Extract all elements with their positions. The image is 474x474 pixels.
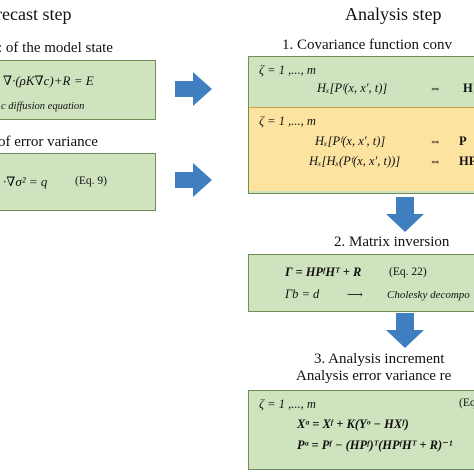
analysis-increment-title: 3. Analysis increment xyxy=(314,351,445,367)
matrix-inversion-box: Γ = HPᶠHᵀ + R (Eq. 22) Γb = d ⟶ Cholesky… xyxy=(248,254,474,312)
error-variance-box: ·∇σ² = q (Eq. 9) xyxy=(0,153,156,211)
down-arrow-2 xyxy=(386,313,424,348)
diffusion-equation-note: c diffusion equation xyxy=(1,101,85,112)
right-arrow-2 xyxy=(175,163,212,197)
right-arrow-1 xyxy=(175,72,212,106)
analysis-variance-equation: Pᵃ = Pᶠ − (HPᶠ)ᵀ(HPᶠHᵀ + R)⁻¹ xyxy=(297,438,453,452)
matrix-inversion-title: 2. Matrix inversion xyxy=(334,234,450,250)
analysis-state-equation: Xᵃ = Xᶠ + K(Yᵒ − HXᶠ) xyxy=(297,417,409,431)
yellow-zeta: ζ = 1 ,..., m xyxy=(259,114,316,128)
error-variance-title: of error variance xyxy=(0,134,98,150)
analysis-error-variance-title: Analysis error variance re xyxy=(296,368,452,384)
analysis-increment-box: ζ = 1 ,..., m (Eq Xᵃ = Xᶠ + K(Yᵒ − HXᶠ) … xyxy=(248,390,474,470)
covariance-equation-right: H xyxy=(463,81,473,95)
analysis-zeta: ζ = 1 ,..., m xyxy=(259,397,316,411)
down-arrow-1 xyxy=(386,197,424,232)
gamma-equation-ref: (Eq. 22) xyxy=(389,266,427,278)
analysis-step-title: Analysis step xyxy=(345,4,442,24)
equivalence-icon: ⇔ xyxy=(429,81,442,95)
error-variance-ref: (Eq. 9) xyxy=(75,175,107,187)
yellow-equation-1-right: P xyxy=(459,134,467,148)
analysis-ref: (Eq xyxy=(459,397,474,409)
covariance-box: ζ = 1 ,..., m Hₓ[Pᶠ(x, x′, t)] ⇔ H ζ = 1… xyxy=(248,56,474,194)
yellow-equation-2-right: HP xyxy=(459,154,474,168)
forecast-step-title: recast step xyxy=(0,4,72,24)
long-arrow-icon: ⟶ xyxy=(347,289,363,301)
covariance-equation: Hₓ[Pᶠ(x, x′, t)] xyxy=(317,81,388,95)
gamma-equation: Γ = HPᶠHᵀ + R xyxy=(285,265,362,279)
equivalence-icon: ⇔ xyxy=(429,154,442,168)
covariance-step-title: 1. Covariance function conv xyxy=(282,37,452,53)
covariance-zeta: ζ = 1 ,..., m xyxy=(259,63,316,77)
diffusion-equation-box: ∇·(ρK∇c)+R = E c diffusion equation xyxy=(0,60,156,120)
model-state-title: : of the model state xyxy=(0,40,113,56)
error-variance-equation: ·∇σ² = q xyxy=(3,174,48,189)
cholesky-equation: Γb = d xyxy=(285,287,320,301)
cholesky-note: Cholesky decompo xyxy=(387,289,470,301)
yellow-equation-1: Hₓ[Pᶠ(x, x′, t)] xyxy=(315,134,386,148)
diffusion-equation: ∇·(ρK∇c)+R = E xyxy=(3,73,94,88)
yellow-equation-2: Hₓ[Hₓ(Pᶠ(x, x′, t))] xyxy=(309,154,401,168)
equivalence-icon: ⇔ xyxy=(429,134,442,148)
covariance-yellow-box: ζ = 1 ,..., m Hₓ[Pᶠ(x, x′, t)] ⇔ P Hₓ[Hₓ… xyxy=(249,107,474,191)
